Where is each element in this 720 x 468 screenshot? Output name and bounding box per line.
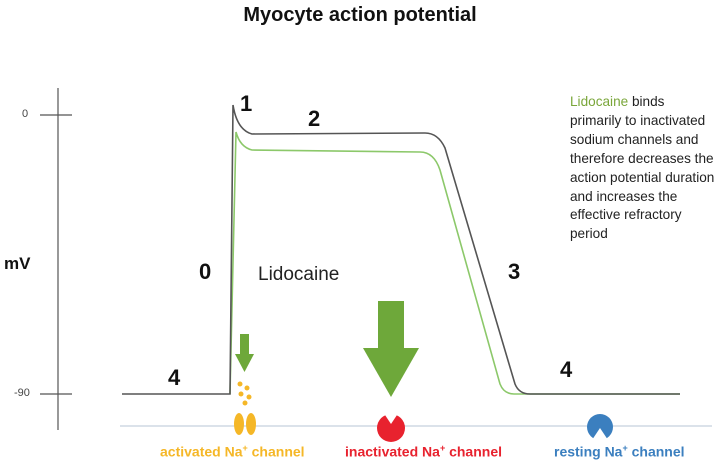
y-tick-label-minus90: -90 xyxy=(14,387,30,399)
inactivated-channel-label: inactivated Na+ channel xyxy=(345,443,502,460)
activated-channel-label: activated Na+ channel xyxy=(160,443,305,460)
lidocaine-action-potential-curve xyxy=(229,131,680,395)
resting-channel-icon xyxy=(587,414,613,440)
inactivated-channel-icon xyxy=(377,412,405,442)
activated-channel-icon xyxy=(234,413,256,435)
y-tick-label-0: 0 xyxy=(22,108,29,120)
note-drug-name: Lidocaine xyxy=(570,94,629,109)
resting-channel-label: resting Na+ channel xyxy=(554,443,685,460)
y-axis-label: mV xyxy=(4,254,31,273)
phase-4-left-label: 4 xyxy=(168,365,181,390)
phase-3-label: 3 xyxy=(508,259,521,284)
sodium-ions-icon xyxy=(237,381,252,406)
explanation-note: Lidocaine binds primarily to inactivated… xyxy=(570,93,715,244)
phase-4-right-label: 4 xyxy=(560,357,573,382)
phase-2-label: 2 xyxy=(308,106,321,131)
large-green-arrow-icon xyxy=(363,301,419,397)
phase-1-label: 1 xyxy=(240,91,253,116)
lidocaine-label: Lidocaine xyxy=(258,264,340,285)
baseline-action-potential-curve xyxy=(122,104,680,395)
note-text: binds primarily to inactivated sodium ch… xyxy=(570,94,715,242)
diagram-title: Myocyte action potential xyxy=(243,4,477,26)
small-green-arrow-icon xyxy=(235,334,254,372)
phase-0-label: 0 xyxy=(199,259,212,284)
